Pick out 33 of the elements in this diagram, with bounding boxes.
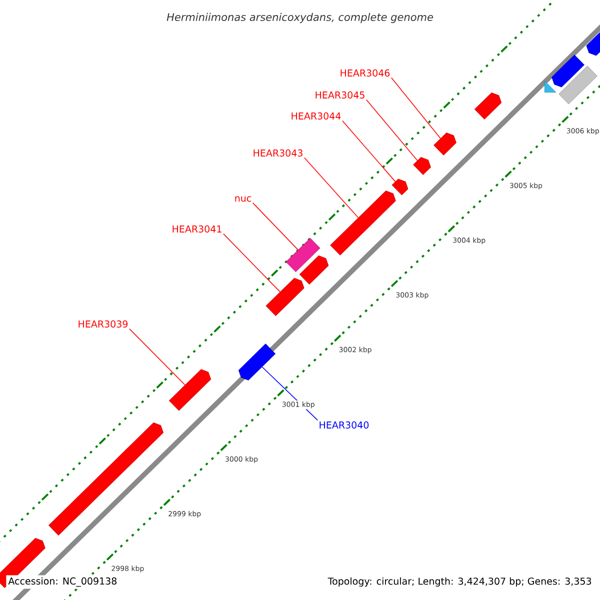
leader-line <box>391 77 441 139</box>
gene-label: HEAR3045 <box>316 91 364 99</box>
gene-block <box>586 32 600 56</box>
title: Herminiimonas arsenicoxydans, complete genome <box>166 12 433 24</box>
gene-block <box>299 255 329 285</box>
gene-triangle <box>544 80 556 93</box>
gene-block <box>330 190 396 256</box>
gene-block <box>413 157 431 175</box>
leader-line <box>342 120 396 182</box>
leader-line <box>129 328 186 386</box>
gene-block <box>238 344 276 380</box>
gene-label: HEAR3046 <box>340 69 390 77</box>
gene-block <box>286 238 320 272</box>
gene-label: HEAR3044 <box>292 112 341 120</box>
gene-block <box>48 422 164 536</box>
leader-line <box>366 99 418 161</box>
footer-text: Accession: NC_009138 <box>6 575 120 589</box>
gene-label: HEAR3039 <box>78 320 128 328</box>
gene-block <box>474 92 502 120</box>
gene-block <box>552 54 584 88</box>
gene-block <box>266 278 304 316</box>
gene-label: HEAR3043 <box>254 149 302 157</box>
gene-block <box>168 369 212 411</box>
gene-block <box>434 132 456 156</box>
leader-line <box>252 202 298 250</box>
leader-line <box>304 157 359 218</box>
gene-label: HEAR3041 <box>172 225 222 233</box>
gene-block <box>392 178 408 196</box>
footer-text: Topology: circular; Length: 3,424,307 bp; Genes: 3,353 <box>326 575 594 589</box>
gene-label: HEAR3040 <box>320 421 369 429</box>
gene-label: nuc <box>235 196 252 202</box>
gene-block <box>558 66 598 104</box>
leader-line <box>223 233 280 292</box>
